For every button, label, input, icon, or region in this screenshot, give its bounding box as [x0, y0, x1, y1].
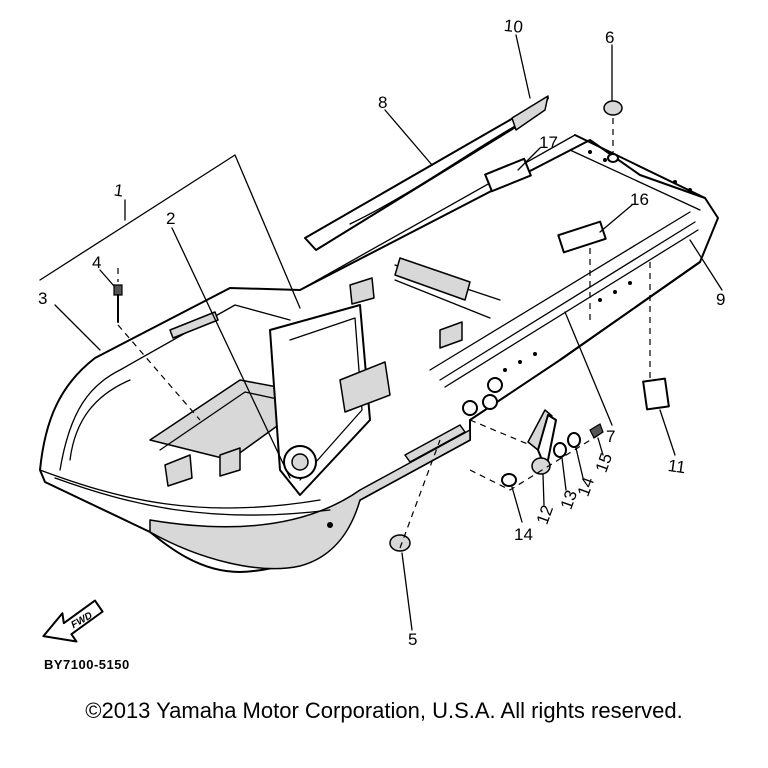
callout-7: 7 [606, 427, 615, 446]
copyright-notice: ©2013 Yamaha Motor Corporation, U.S.A. A… [85, 698, 683, 723]
callout-6: 6 [605, 28, 614, 47]
callout-9: 9 [716, 290, 725, 309]
fwd-label: FWD [69, 610, 94, 631]
decal-11 [642, 377, 670, 411]
callout-4: 4 [92, 253, 101, 272]
callout-11: 11 [667, 456, 687, 477]
callout-10: 10 [503, 16, 524, 37]
callout-8: 8 [378, 93, 387, 112]
diagram-code: BY7100-5150 [44, 657, 130, 672]
callout-17: 17 [539, 133, 558, 152]
assembly-lines [117, 118, 651, 549]
callout-14-bottom: 14 [514, 525, 533, 544]
callout-2: 2 [166, 209, 175, 228]
callout-16: 16 [630, 190, 649, 209]
bolt-4 [113, 284, 123, 323]
leader-lines [39, 34, 723, 631]
callout-15: 15 [592, 451, 616, 475]
callout-3: 3 [38, 289, 47, 308]
decal-17 [484, 157, 532, 193]
callout-5: 5 [408, 630, 417, 649]
callout-12: 12 [533, 503, 557, 527]
hull-body [39, 134, 719, 573]
seat-cover-part [304, 95, 549, 251]
grommet-6 [603, 100, 623, 163]
forward-arrow-icon: FWD [42, 599, 104, 643]
callout-1: 1 [113, 181, 125, 201]
plug-5 [389, 534, 411, 552]
handle-assembly [501, 409, 604, 487]
